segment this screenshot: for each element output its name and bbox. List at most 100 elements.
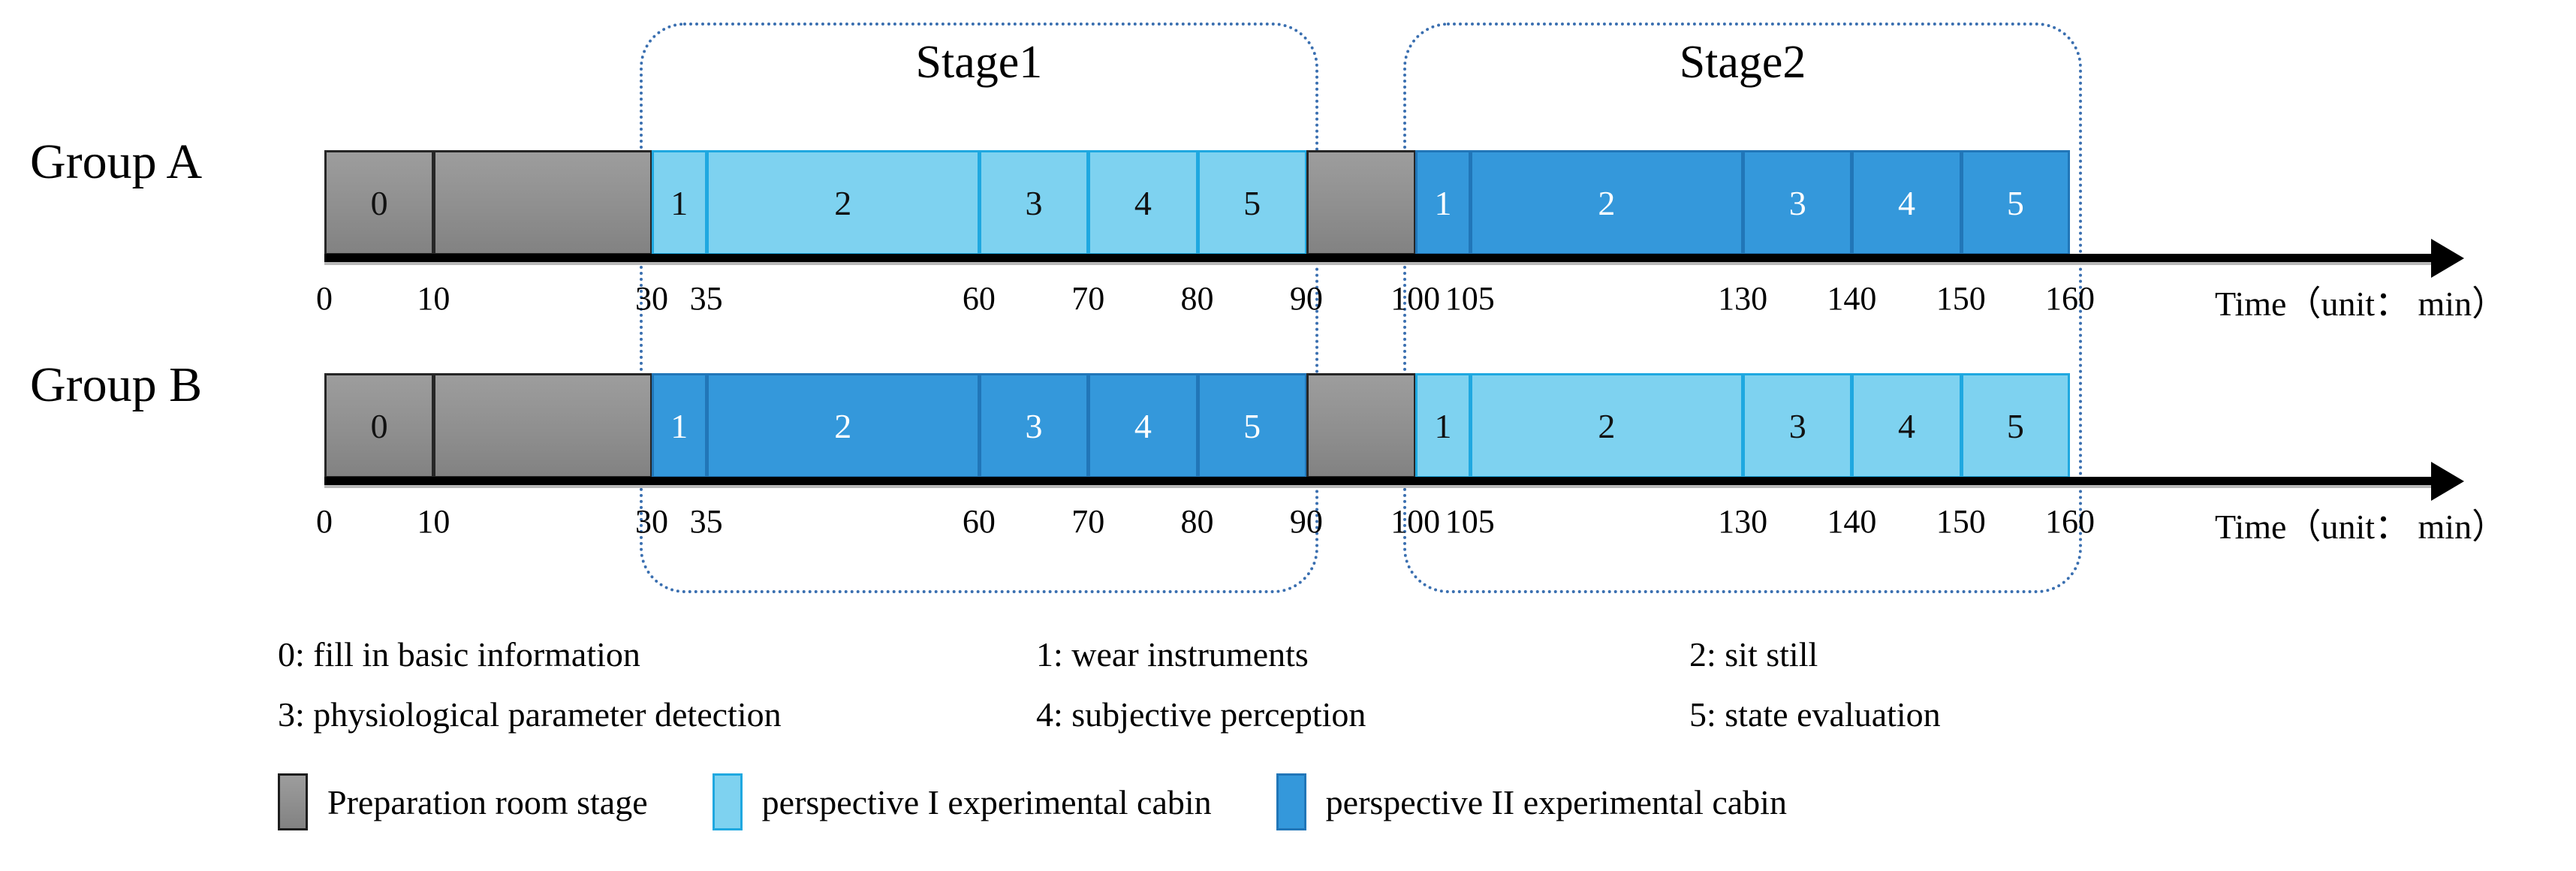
axis-tick-label: 150 [1936, 503, 1986, 540]
axis-tick-label: 10 [417, 280, 450, 317]
timeline-segment-label: 1 [670, 183, 688, 222]
timeline-segment-label: 2 [1598, 183, 1616, 222]
group-a-axis-shadow [324, 262, 2436, 265]
axis-tick-label: 150 [1936, 280, 1986, 317]
timeline-segment-label: 5 [2006, 406, 2024, 445]
task-key-item: 1: wear instruments [1036, 635, 1309, 674]
timeline-segment-label: 3 [1025, 183, 1043, 222]
timeline-segment: 1 [1415, 373, 1470, 478]
timeline-segment: 2 [1469, 373, 1743, 478]
axis-tick-label: 105 [1445, 503, 1495, 540]
group-a-axis-arrow-icon [2431, 239, 2464, 278]
axis-tick-label: 0 [316, 280, 333, 317]
legend-color-swatch [278, 773, 308, 830]
timeline-segment: 4 [1088, 150, 1198, 255]
task-key-item: 3: physiological parameter detection [278, 695, 782, 734]
timeline-segment: 4 [1088, 373, 1198, 478]
axis-tick-label: 80 [1180, 280, 1214, 317]
axis-tick-label: 10 [417, 503, 450, 540]
axis-tick-label: 70 [1071, 503, 1105, 540]
timeline-segment: 5 [1197, 373, 1306, 478]
axis-tick-label: 140 [1827, 503, 1877, 540]
stage2-title: Stage2 [1679, 37, 1806, 88]
timeline-segment-label: 5 [1243, 406, 1261, 445]
group-b-label: Group B [30, 357, 203, 412]
timeline-segment: 4 [1851, 373, 1961, 478]
axis-tick-label: 60 [962, 280, 996, 317]
timeline-segment: 1 [651, 373, 707, 478]
timeline-segment: 4 [1851, 150, 1961, 255]
timeline-segment-label: 5 [2006, 183, 2024, 222]
task-key-item: 2: sit still [1689, 635, 1818, 674]
legend-label: Preparation room stage [327, 782, 648, 821]
task-key-item: 5: state evaluation [1689, 695, 1941, 734]
task-key-item: 0: fill in basic information [278, 635, 640, 674]
group-a-axis-caption: Time（unit： min） [2215, 285, 2507, 323]
axis-tick-label: 35 [689, 280, 723, 317]
timeline-segment-label: 1 [1434, 183, 1452, 222]
timeline-segment: 0 [324, 150, 434, 255]
timeline-segment: 3 [978, 373, 1089, 478]
axis-tick-label: 100 [1390, 280, 1441, 317]
timeline-segment-label: 1 [1434, 406, 1452, 445]
axis-tick-label: 90 [1289, 280, 1323, 317]
axis-tick-label: 160 [2045, 503, 2095, 540]
timeline-segment: 1 [1415, 150, 1470, 255]
legend-color-swatch [1276, 773, 1306, 830]
timeline-segment-label: 5 [1243, 183, 1261, 222]
timeline-segment: 2 [706, 150, 979, 255]
timeline-segment [433, 150, 652, 255]
axis-tick-label: 30 [634, 280, 668, 317]
timeline-segment-label: 3 [1788, 183, 1806, 222]
timeline-segment-label: 1 [670, 406, 688, 445]
axis-tick-label: 90 [1289, 503, 1323, 540]
timeline-segment [1306, 150, 1416, 255]
timeline-segment: 5 [1960, 373, 2070, 478]
legend: Preparation room stage perspective I expe… [0, 773, 2576, 830]
timeline-segment: 5 [1960, 150, 2070, 255]
timeline-segment-label: 4 [1134, 406, 1152, 445]
timeline-segment-label: 2 [834, 406, 852, 445]
group-b-axis-line [324, 477, 2433, 485]
timeline-segment-label: 2 [834, 183, 852, 222]
axis-tick-label: 130 [1718, 503, 1768, 540]
timeline-segment: 1 [651, 150, 707, 255]
axis-tick-label: 130 [1718, 280, 1768, 317]
group-b-timeline-bar: 0 1 2 3 4 5 1 2 3 4 5 [324, 373, 2070, 478]
axis-tick-label: 160 [2045, 280, 2095, 317]
legend-item: perspective I experimental cabin [712, 773, 1212, 830]
timeline-segment-label: 4 [1898, 406, 1916, 445]
timeline-segment [1306, 373, 1416, 478]
timeline-segment-label: 4 [1134, 183, 1152, 222]
timeline-segment: 2 [706, 373, 979, 478]
timeline-segment-label: 2 [1598, 406, 1616, 445]
axis-tick-label: 30 [634, 503, 668, 540]
axis-tick-label: 140 [1827, 280, 1877, 317]
group-b-axis-shadow [324, 485, 2436, 488]
group-b-axis-arrow-icon [2431, 462, 2464, 501]
timeline-segment: 3 [978, 150, 1089, 255]
axis-tick-label: 105 [1445, 280, 1495, 317]
legend-label: perspective II experimental cabin [1325, 782, 1787, 821]
timeline-segment: 3 [1743, 373, 1852, 478]
legend-color-swatch [712, 773, 743, 830]
timeline-segment [433, 373, 652, 478]
legend-label: perspective I experimental cabin [761, 782, 1212, 821]
timeline-segment: 0 [324, 373, 434, 478]
axis-tick-label: 80 [1180, 503, 1214, 540]
timeline-segment-label: 0 [370, 406, 388, 445]
group-a-timeline-bar: 0 1 2 3 4 5 1 2 3 4 5 [324, 150, 2070, 255]
timeline-segment-label: 3 [1025, 406, 1043, 445]
timeline-segment: 2 [1469, 150, 1743, 255]
stage1-bracket [639, 23, 1318, 593]
stage1-title: Stage1 [915, 37, 1043, 88]
stage2-bracket [1403, 23, 2082, 593]
timeline-segment-label: 0 [370, 183, 388, 222]
group-b-axis-caption: Time（unit： min） [2215, 508, 2507, 546]
axis-tick-label: 0 [316, 503, 333, 540]
axis-tick-label: 35 [689, 503, 723, 540]
group-a-axis-line [324, 254, 2433, 262]
axis-tick-label: 100 [1390, 503, 1441, 540]
timeline-segment-label: 4 [1898, 183, 1916, 222]
